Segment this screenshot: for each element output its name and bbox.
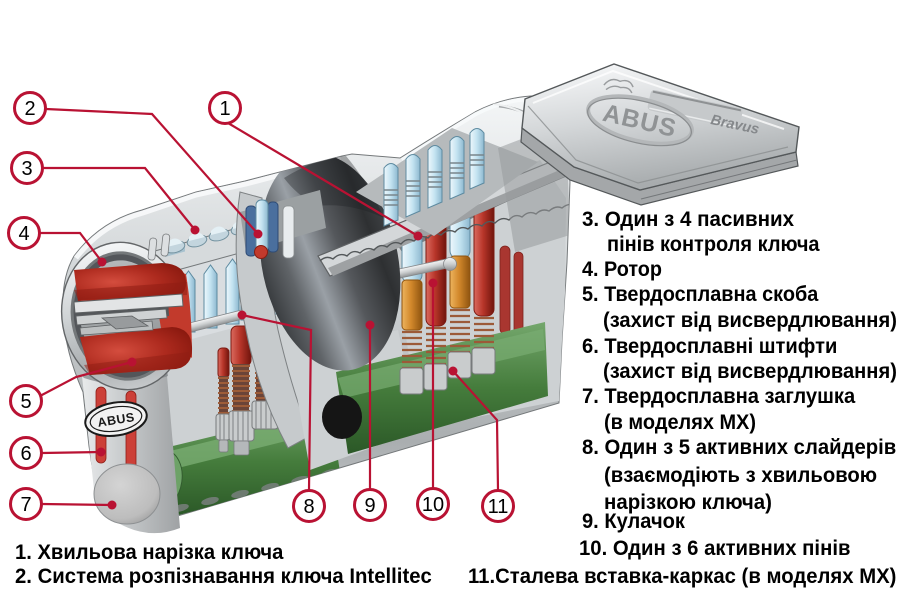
svg-text:2: 2 (24, 98, 35, 120)
svg-text:4: 4 (18, 223, 29, 245)
svg-text:6: 6 (20, 443, 31, 465)
svg-text:ABUS: ABUS (97, 410, 136, 430)
svg-text:1: 1 (219, 98, 230, 120)
svg-text:8: 8 (303, 496, 314, 518)
svg-text:3: 3 (21, 158, 32, 180)
svg-text:10: 10 (422, 494, 444, 516)
svg-text:9: 9 (364, 495, 375, 517)
svg-text:5: 5 (20, 391, 31, 413)
svg-text:7: 7 (20, 494, 31, 516)
svg-text:11: 11 (488, 496, 509, 518)
